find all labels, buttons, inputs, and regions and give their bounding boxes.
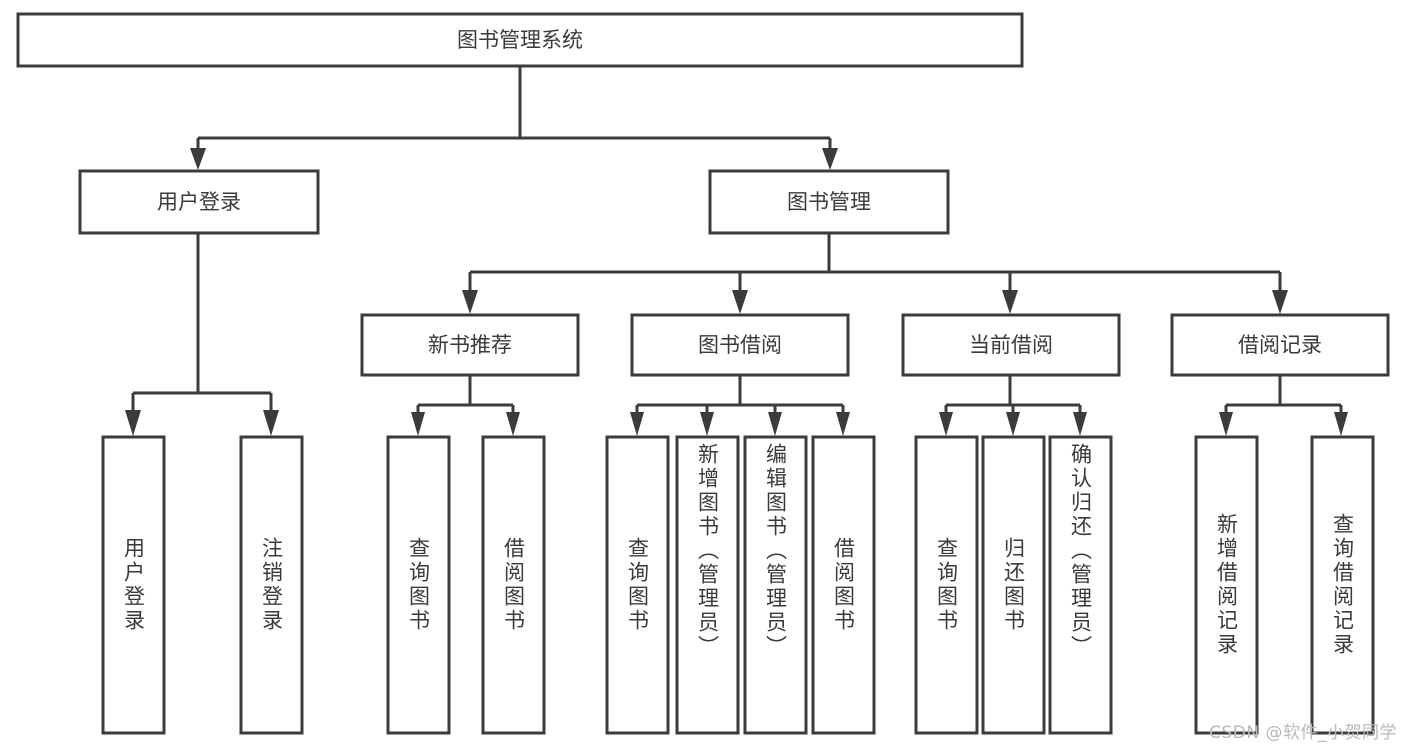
node-root-box[interactable]	[16, 12, 1024, 68]
arrow-head-leaf-logout	[263, 410, 279, 436]
node-book-borrow[interactable]: 图书借阅	[630, 313, 850, 377]
node-book-management-label: 图书管理	[787, 190, 871, 214]
node-current-borrow[interactable]: 当前借阅	[901, 313, 1121, 377]
arrow-head-borrow-record	[1272, 290, 1288, 314]
arrow-head-br-add-record	[1219, 412, 1233, 436]
arrow-head-cb-confirm-return	[1073, 412, 1087, 436]
node-new-book-recommend-box[interactable]	[360, 313, 580, 377]
node-current-borrow-box[interactable]	[901, 313, 1121, 377]
arrow-head-bb-edit-book	[768, 412, 782, 436]
leaf-box-edit-book-admin[interactable]	[743, 435, 808, 735]
arrow-head-book-mgmt	[822, 148, 838, 170]
leaf-box-user-login[interactable]	[101, 435, 166, 735]
node-new-book-recommend-label: 新书推荐	[428, 333, 512, 357]
arrow-head-bb-borrow-book	[836, 412, 850, 436]
leaf-box-logout[interactable]	[239, 435, 304, 735]
leaf-box-query-book-current[interactable]	[914, 435, 979, 735]
arrow-head-user-login	[190, 148, 206, 170]
node-user-login-box[interactable]	[78, 169, 320, 235]
leaf-box-borrow-book[interactable]	[811, 435, 876, 735]
arrow-head-br-query-record	[1334, 412, 1348, 436]
leaf-box-confirm-return-admin[interactable]	[1048, 435, 1113, 735]
connectors	[125, 66, 1348, 436]
leaf-box-add-borrow-record[interactable]	[1194, 435, 1259, 735]
node-book-borrow-box[interactable]	[630, 313, 850, 377]
node-borrow-record[interactable]: 借阅记录	[1170, 313, 1390, 377]
node-new-book-recommend[interactable]: 新书推荐	[360, 313, 580, 377]
arrow-head-current-borrow	[1002, 290, 1018, 314]
node-current-borrow-label: 当前借阅	[969, 333, 1053, 357]
arrow-head-nbr-borrow-book	[506, 412, 520, 436]
node-borrow-record-box[interactable]	[1170, 313, 1390, 377]
node-book-management-box[interactable]	[708, 169, 950, 235]
arrow-head-book-borrow	[732, 290, 748, 314]
node-book-management[interactable]: 图书管理	[708, 169, 950, 235]
arrow-head-cb-return-book	[1006, 412, 1020, 436]
leaf-box-return-book[interactable]	[981, 435, 1046, 735]
csdn-watermark: CSDN @软件_小贺同学	[1209, 723, 1397, 743]
arrow-head-cb-query-book	[939, 412, 953, 436]
node-root-label: 图书管理系统	[457, 28, 583, 52]
leaf-boxes	[101, 435, 1375, 735]
arrow-head-bb-add-book	[700, 412, 714, 436]
node-user-login[interactable]: 用户登录	[78, 169, 320, 235]
arrow-head-bb-query-book	[630, 412, 644, 436]
leaf-box-add-book-admin[interactable]	[675, 435, 740, 735]
arrow-head-new-book-rec	[462, 290, 478, 314]
leaf-box-borrow-book-rec[interactable]	[481, 435, 546, 735]
leaf-box-query-book-borrow[interactable]	[605, 435, 670, 735]
leaf-box-query-book-rec[interactable]	[386, 435, 451, 735]
node-borrow-record-label: 借阅记录	[1238, 333, 1322, 357]
leaf-box-query-borrow-record[interactable]	[1310, 435, 1375, 735]
node-root[interactable]: 图书管理系统	[16, 12, 1024, 68]
node-book-borrow-label: 图书借阅	[698, 333, 782, 357]
node-user-login-label: 用户登录	[157, 190, 241, 214]
arrow-head-nbr-query-book	[411, 412, 425, 436]
arrow-head-leaf-user-login	[125, 410, 141, 436]
